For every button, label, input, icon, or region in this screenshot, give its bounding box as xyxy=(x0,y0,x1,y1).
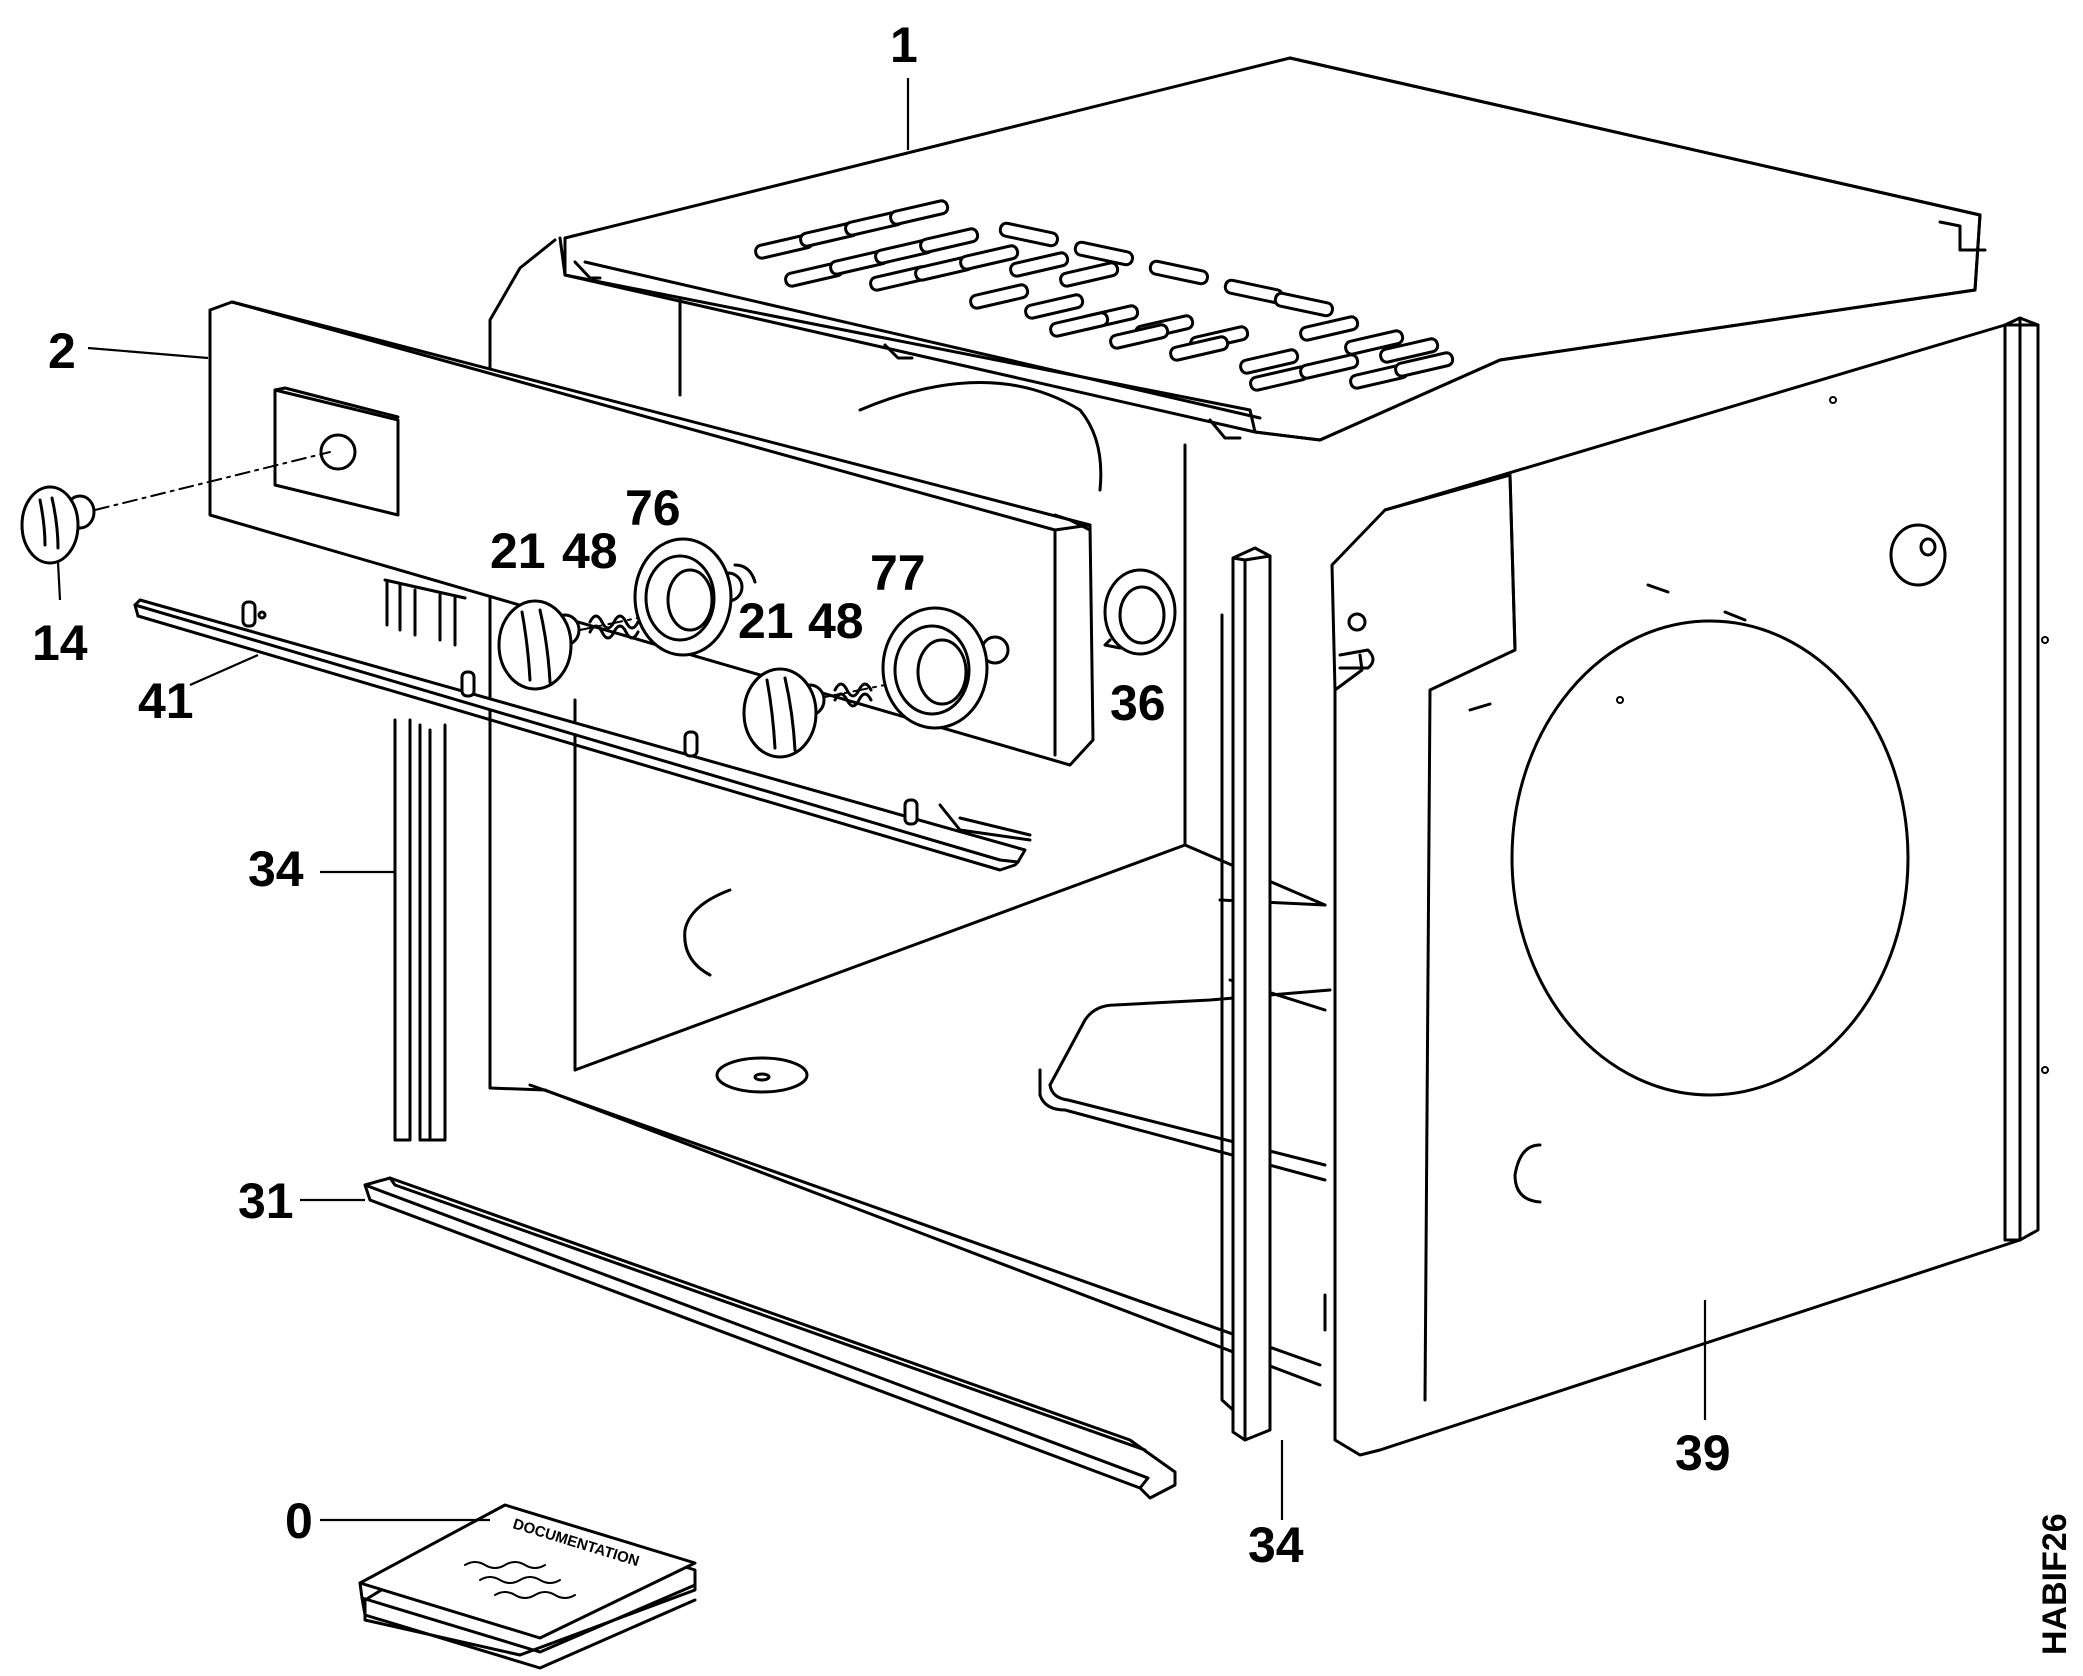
callout-48-upper: 48 xyxy=(562,523,618,579)
callout-14: 14 xyxy=(32,615,88,671)
callout-0: 0 xyxy=(285,1493,313,1549)
knob-14 xyxy=(20,451,331,565)
callout-39: 39 xyxy=(1675,1425,1731,1481)
spring-48-lower xyxy=(833,682,873,708)
lamp-holder-36 xyxy=(1103,568,1177,656)
drawing-code: HABIF26 xyxy=(2036,1513,2074,1655)
bottom-strip-31 xyxy=(363,1176,1177,1500)
callout-48-lower: 48 xyxy=(808,593,864,649)
leader-lines xyxy=(56,78,1707,1522)
spring-48-upper xyxy=(588,614,640,640)
callout-1: 1 xyxy=(890,17,918,73)
callout-21-upper: 21 xyxy=(490,523,546,579)
oven-cavity xyxy=(488,381,1332,1387)
callout-41: 41 xyxy=(138,673,194,729)
callout-76: 76 xyxy=(625,480,681,536)
top-panel xyxy=(488,56,1987,502)
callout-34-left: 34 xyxy=(248,841,304,897)
callout-21-lower: 21 xyxy=(738,593,794,649)
side-strip-34-right xyxy=(1220,546,1272,1442)
bezel-76 xyxy=(633,537,757,657)
knob-21-upper xyxy=(497,599,701,691)
callout-77: 77 xyxy=(870,545,926,601)
side-strip-34-left xyxy=(393,718,447,1142)
callout-31: 31 xyxy=(238,1173,294,1229)
right-side-panel-39 xyxy=(1330,316,2049,1457)
documentation-booklet: DOCUMENTATION xyxy=(358,1503,697,1670)
strip-41 xyxy=(133,598,1032,872)
callout-labels: 1 2 14 41 21 48 76 21 48 77 36 34 31 0 3… xyxy=(32,17,1731,1573)
callout-36: 36 xyxy=(1110,675,1166,731)
bezel-77 xyxy=(881,606,989,730)
callout-34-right: 34 xyxy=(1248,1517,1304,1573)
callout-2: 2 xyxy=(48,323,76,379)
